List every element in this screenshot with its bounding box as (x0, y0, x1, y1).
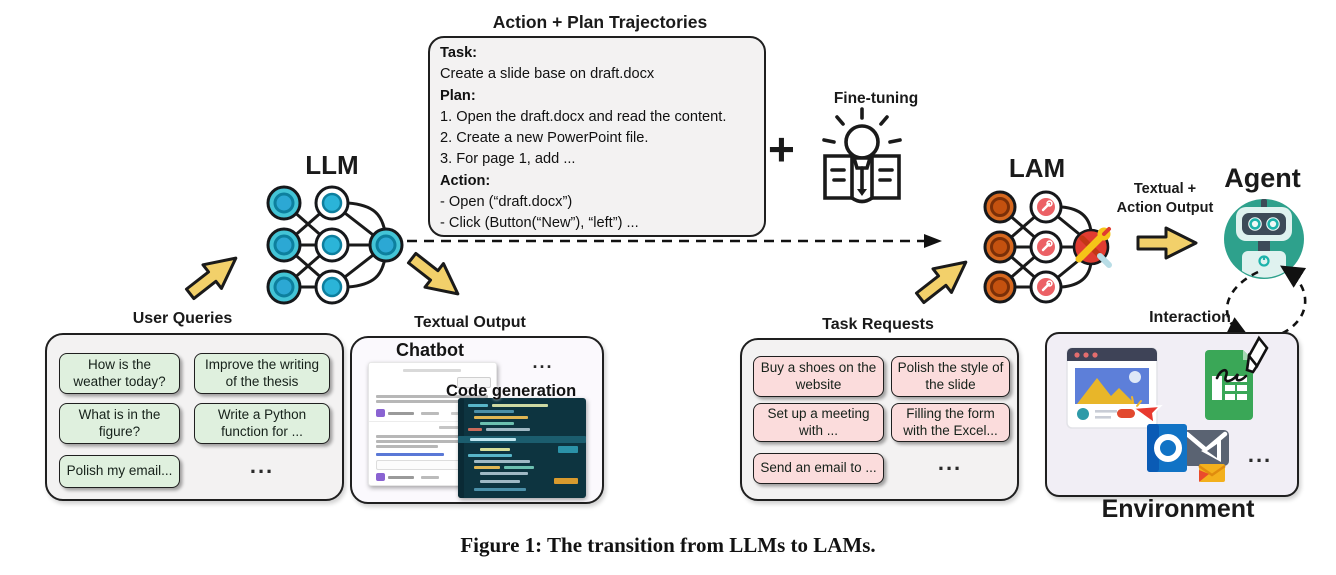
user-queries-panel: How is the weather today? Improve the wr… (45, 333, 344, 501)
plan-step: 2. Create a new PowerPoint file. (440, 130, 649, 147)
more-requests-ellipsis: ... (937, 450, 963, 475)
code-generation-label: Code generation (446, 382, 577, 400)
query-chip: Polish my email... (59, 455, 180, 488)
textual-output-title: Textual Output (414, 314, 526, 331)
query-chip: Improve the writing of the thesis (194, 353, 330, 394)
code-screenshot (458, 398, 586, 498)
request-chip: Set up a meeting with ... (753, 403, 884, 442)
query-chip: How is the weather today? (59, 353, 180, 394)
agent-environment-loop-arrows (1224, 265, 1307, 340)
plan-label: Plan: (440, 87, 476, 104)
query-chip: What is in the figure? (59, 403, 180, 444)
textual-output-panel: Chatbot ... Code generation (350, 336, 604, 504)
environment-label: Environment (1101, 495, 1255, 523)
plus-sign: + (768, 123, 795, 175)
llm-to-lam-dashed-arrow (407, 234, 942, 248)
task-requests-panel: Buy a shoes on the website Polish the st… (740, 338, 1019, 501)
output-arrow-label: Textual + Action Output (1100, 180, 1230, 218)
outlook-email-icon (1147, 424, 1229, 482)
trajectory-box: Task: Create a slide base on draft.docx … (428, 36, 766, 237)
spreadsheet-icon (1205, 335, 1269, 420)
lam-to-agent-arrow (1134, 224, 1200, 262)
agent-label: Agent (1224, 163, 1301, 193)
more-queries-ellipsis: ... (249, 453, 275, 478)
figure-caption: Figure 1: The transition from LLMs to LA… (460, 533, 876, 557)
task-requests-title: Task Requests (822, 316, 934, 333)
browser-window-icon (1066, 347, 1163, 429)
task-label: Task: (440, 45, 478, 61)
request-chip: Polish the style of the slide (891, 356, 1010, 397)
request-chip: Send an email to ... (753, 453, 884, 484)
plan-step: 3. For page 1, add ... (440, 151, 576, 168)
request-chip: Buy a shoes on the website (753, 356, 884, 397)
action-label: Action: (440, 172, 491, 189)
request-chip: Filling the form with the Excel... (891, 403, 1010, 442)
llm-label: LLM (305, 150, 359, 180)
query-chip: Write a Python function for ... (194, 403, 330, 444)
user-queries-title: User Queries (132, 310, 233, 327)
lam-network-icon (983, 190, 1112, 304)
more-outputs-ellipsis: ... (532, 352, 554, 372)
output-arrow-label-line2: Action Output (1116, 200, 1214, 216)
llm-to-output-arrow (404, 249, 462, 298)
task-text: Create a slide base on draft.docx (440, 66, 655, 83)
trajectories-title: Action + Plan Trajectories (492, 12, 708, 32)
more-apps-ellipsis: ... (1247, 442, 1273, 467)
output-arrow-label-line1: Textual + (1133, 181, 1197, 197)
environment-panel: ... (1045, 332, 1299, 497)
action-step: - Click (Button(“New”), “left”) ... (440, 215, 639, 232)
interaction-label: Interaction (1149, 309, 1231, 326)
fine-tuning-label: Fine-tuning (833, 90, 919, 107)
chatbot-label: Chatbot (396, 340, 464, 360)
plan-step: 1. Open the draft.docx and read the cont… (440, 108, 727, 125)
tools-icon (1072, 227, 1112, 268)
lam-label: LAM (1008, 153, 1066, 183)
agent-robot-icon (1224, 199, 1304, 279)
requests-to-lam-arrow (912, 258, 970, 307)
pen-icon (1215, 335, 1269, 383)
action-step: - Open (“draft.docx”) (440, 194, 573, 211)
queries-to-llm-arrow (182, 254, 240, 303)
llm-network-icon (266, 185, 404, 305)
fine-tuning-book-bulb-icon (822, 107, 902, 204)
